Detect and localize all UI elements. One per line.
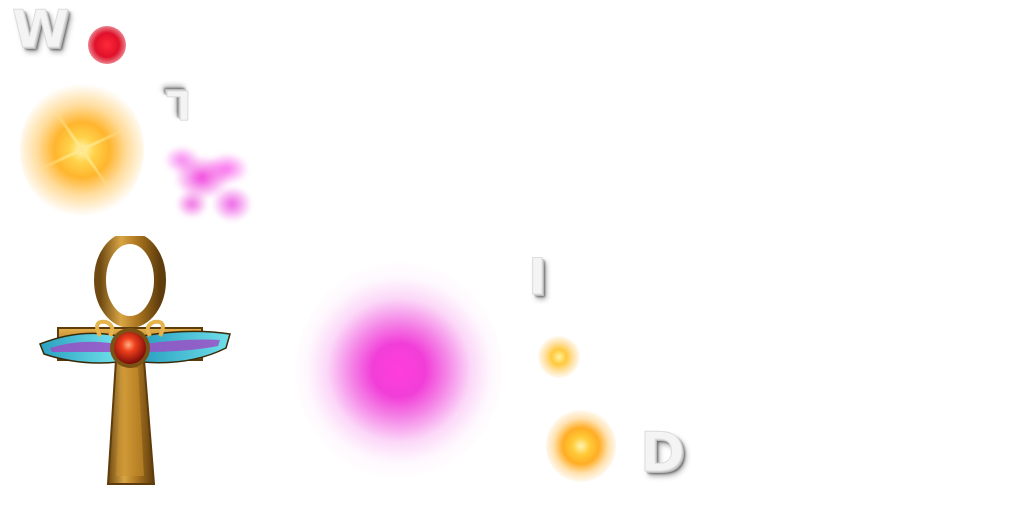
medium-gold-sparkle-icon <box>546 410 616 482</box>
ankh-icon <box>39 236 231 485</box>
letter-d: D <box>640 421 686 484</box>
magenta-smoke-icon <box>162 138 262 226</box>
letter-i: I <box>528 248 548 306</box>
red-gem-icon <box>88 26 126 64</box>
letter-l: L <box>166 81 193 128</box>
magenta-orb-icon <box>296 262 502 478</box>
small-gold-sparkle-icon <box>538 336 580 378</box>
letter-w: W <box>11 0 70 60</box>
